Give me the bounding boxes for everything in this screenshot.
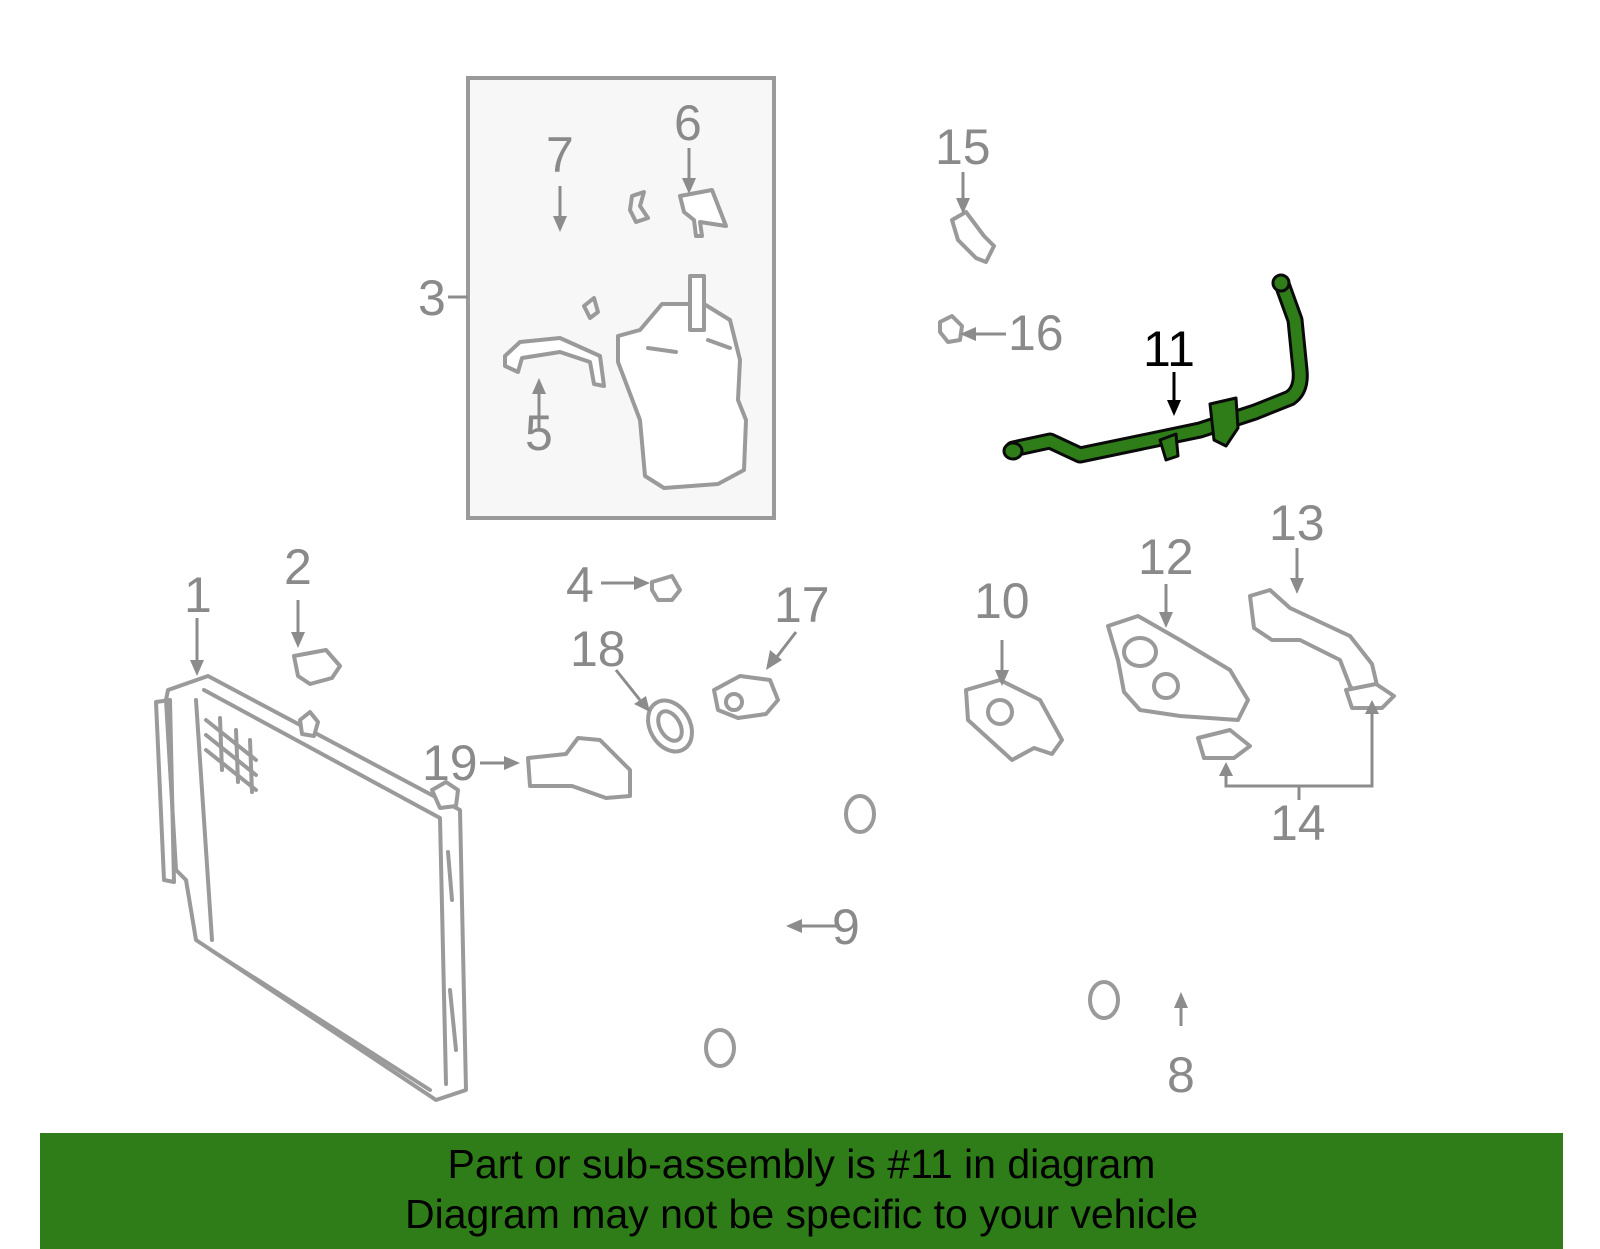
callout-14: 14 — [1270, 795, 1326, 851]
part-13-outlet[interactable] — [1248, 588, 1383, 702]
part-2-radiator-cap[interactable] — [292, 648, 342, 686]
part-10-housing[interactable] — [964, 678, 1064, 762]
part-9-lower-hose[interactable] — [704, 787, 876, 1068]
part-3-reservoir[interactable] — [616, 274, 748, 490]
part-11-water-pipe[interactable] — [1002, 273, 1309, 464]
callout-5: 5 — [525, 405, 553, 461]
info-banner: Part or sub-assembly is #11 in diagram D… — [40, 1133, 1563, 1249]
part-17-thermostat[interactable] — [712, 674, 780, 720]
part-15-sensor[interactable] — [950, 210, 996, 264]
callout-2: 2 — [284, 539, 312, 595]
callout-13: 13 — [1269, 495, 1325, 551]
part-7-clamp[interactable] — [628, 190, 650, 224]
callout-1: 1 — [184, 567, 212, 623]
callout-4: 4 — [566, 557, 594, 613]
part-19-water-inlet[interactable] — [526, 736, 632, 800]
part-14-gasket-b[interactable] — [1344, 682, 1396, 710]
part-12-housing[interactable] — [1106, 614, 1250, 722]
callout-12: 12 — [1138, 529, 1194, 585]
callout-19: 19 — [422, 735, 478, 791]
callout-8: 8 — [1167, 1047, 1195, 1103]
part-16-plug[interactable] — [938, 314, 964, 344]
part-4-plug[interactable] — [650, 574, 682, 602]
callout-17: 17 — [774, 577, 830, 633]
callout-6: 6 — [674, 95, 702, 151]
callout-9: 9 — [832, 899, 860, 955]
callouts: 1 2 3 4 5 6 7 8 9 10 11 12 13 14 15 16 1… — [184, 95, 1326, 1103]
callout-3: 3 — [418, 270, 446, 326]
callout-18: 18 — [570, 621, 626, 677]
callout-16: 16 — [1008, 305, 1064, 361]
part-5-bracket[interactable] — [503, 296, 606, 388]
part-7-hose[interactable] — [518, 221, 621, 285]
part-6-cap[interactable] — [678, 188, 728, 238]
part-1-radiator[interactable] — [154, 674, 468, 1102]
part-18-gasket[interactable] — [639, 693, 701, 760]
leaders — [190, 148, 1379, 1026]
parts-diagram: 1 2 3 4 5 6 7 8 9 10 11 12 13 14 15 16 1… — [154, 76, 1396, 1103]
banner-line-2: Diagram may not be specific to your vehi… — [404, 1191, 1198, 1237]
callout-10: 10 — [974, 573, 1030, 629]
callout-7: 7 — [546, 127, 574, 183]
part-8-hose[interactable] — [1086, 896, 1243, 1020]
callout-11: 11 — [1143, 321, 1195, 377]
banner-line-1: Part or sub-assembly is #11 in diagram — [447, 1141, 1156, 1187]
callout-15: 15 — [935, 119, 991, 175]
part-14-gasket-a[interactable] — [1196, 728, 1252, 760]
